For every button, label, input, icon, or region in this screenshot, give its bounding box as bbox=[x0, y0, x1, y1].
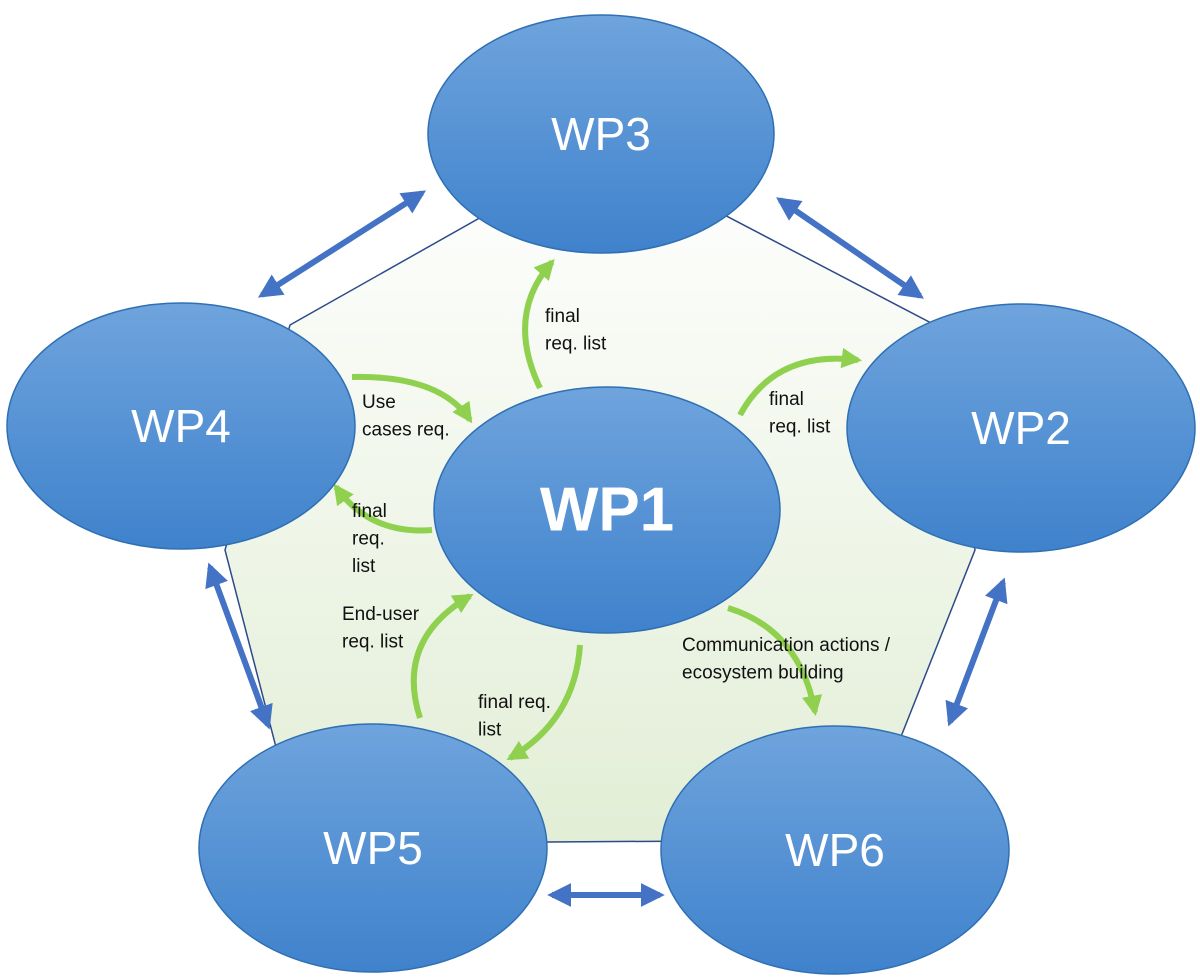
node-wp3[interactable]: WP3 bbox=[427, 14, 775, 254]
edge-label-line: Use bbox=[362, 392, 396, 413]
arrow-wp3-wp2 bbox=[776, 197, 924, 299]
edge-label-line: req. list bbox=[769, 417, 831, 438]
edge-label-wp1-wp3: final req. list bbox=[545, 306, 607, 355]
node-wp4-label: WP4 bbox=[131, 400, 231, 452]
edge-label-line: final bbox=[545, 306, 580, 327]
node-wp2[interactable]: WP2 bbox=[846, 303, 1196, 553]
arrow-wp4-wp5 bbox=[205, 562, 273, 730]
node-wp5[interactable]: WP5 bbox=[198, 723, 548, 973]
edge-label-line: final bbox=[769, 389, 804, 410]
edge-label-line: ecosystem building bbox=[682, 663, 844, 684]
arrow-wp3-wp4 bbox=[257, 190, 427, 298]
edge-label-line: req. list bbox=[342, 632, 404, 653]
flow-wp4-to-wp1 bbox=[351, 373, 473, 424]
node-wp3-label: WP3 bbox=[551, 108, 651, 160]
flow-wp1-to-wp6 bbox=[727, 605, 823, 717]
flow-wp1-to-wp5 bbox=[506, 644, 583, 761]
node-wp4[interactable]: WP4 bbox=[6, 302, 356, 550]
edge-label-wp1-wp2: final req. list bbox=[769, 389, 831, 438]
node-wp1-label: WP1 bbox=[540, 476, 674, 545]
peer-arrows bbox=[205, 190, 1008, 907]
node-wp5-label: WP5 bbox=[323, 822, 423, 874]
edge-label-line: list bbox=[352, 556, 376, 577]
flow-wp1-to-wp4 bbox=[333, 483, 433, 534]
edge-label-wp1-wp4: final req. list bbox=[352, 501, 387, 577]
edge-label-line: req. bbox=[352, 529, 385, 550]
edge-label-wp5-wp1: End-user req. list bbox=[342, 604, 420, 653]
edge-label-wp4-wp1: Use cases req. bbox=[362, 392, 450, 441]
flow-wp5-to-wp1 bbox=[410, 593, 474, 719]
edge-label-line: req. list bbox=[545, 334, 607, 355]
edge-label-line: list bbox=[478, 720, 502, 741]
flow-wp1-to-wp3 bbox=[522, 258, 555, 390]
node-wp2-label: WP2 bbox=[971, 402, 1071, 454]
edge-label-line: Communication actions / bbox=[682, 635, 891, 656]
node-wp6[interactable]: WP6 bbox=[660, 725, 1010, 975]
arrow-wp2-wp6 bbox=[945, 577, 1008, 727]
edge-label-line: final bbox=[352, 501, 387, 522]
flow-arrows bbox=[333, 258, 863, 761]
edge-label-line: cases req. bbox=[362, 420, 450, 441]
node-wp1[interactable]: WP1 bbox=[433, 386, 781, 634]
node-wp6-label: WP6 bbox=[785, 824, 885, 876]
edge-label-wp1-wp6: Communication actions / ecosystem buildin… bbox=[682, 635, 891, 684]
edge-label-wp1-wp5: final req. list bbox=[478, 692, 551, 741]
edge-label-line: End-user bbox=[342, 604, 420, 625]
flow-wp1-to-wp2 bbox=[737, 347, 863, 417]
edge-label-line: final req. bbox=[478, 692, 551, 713]
